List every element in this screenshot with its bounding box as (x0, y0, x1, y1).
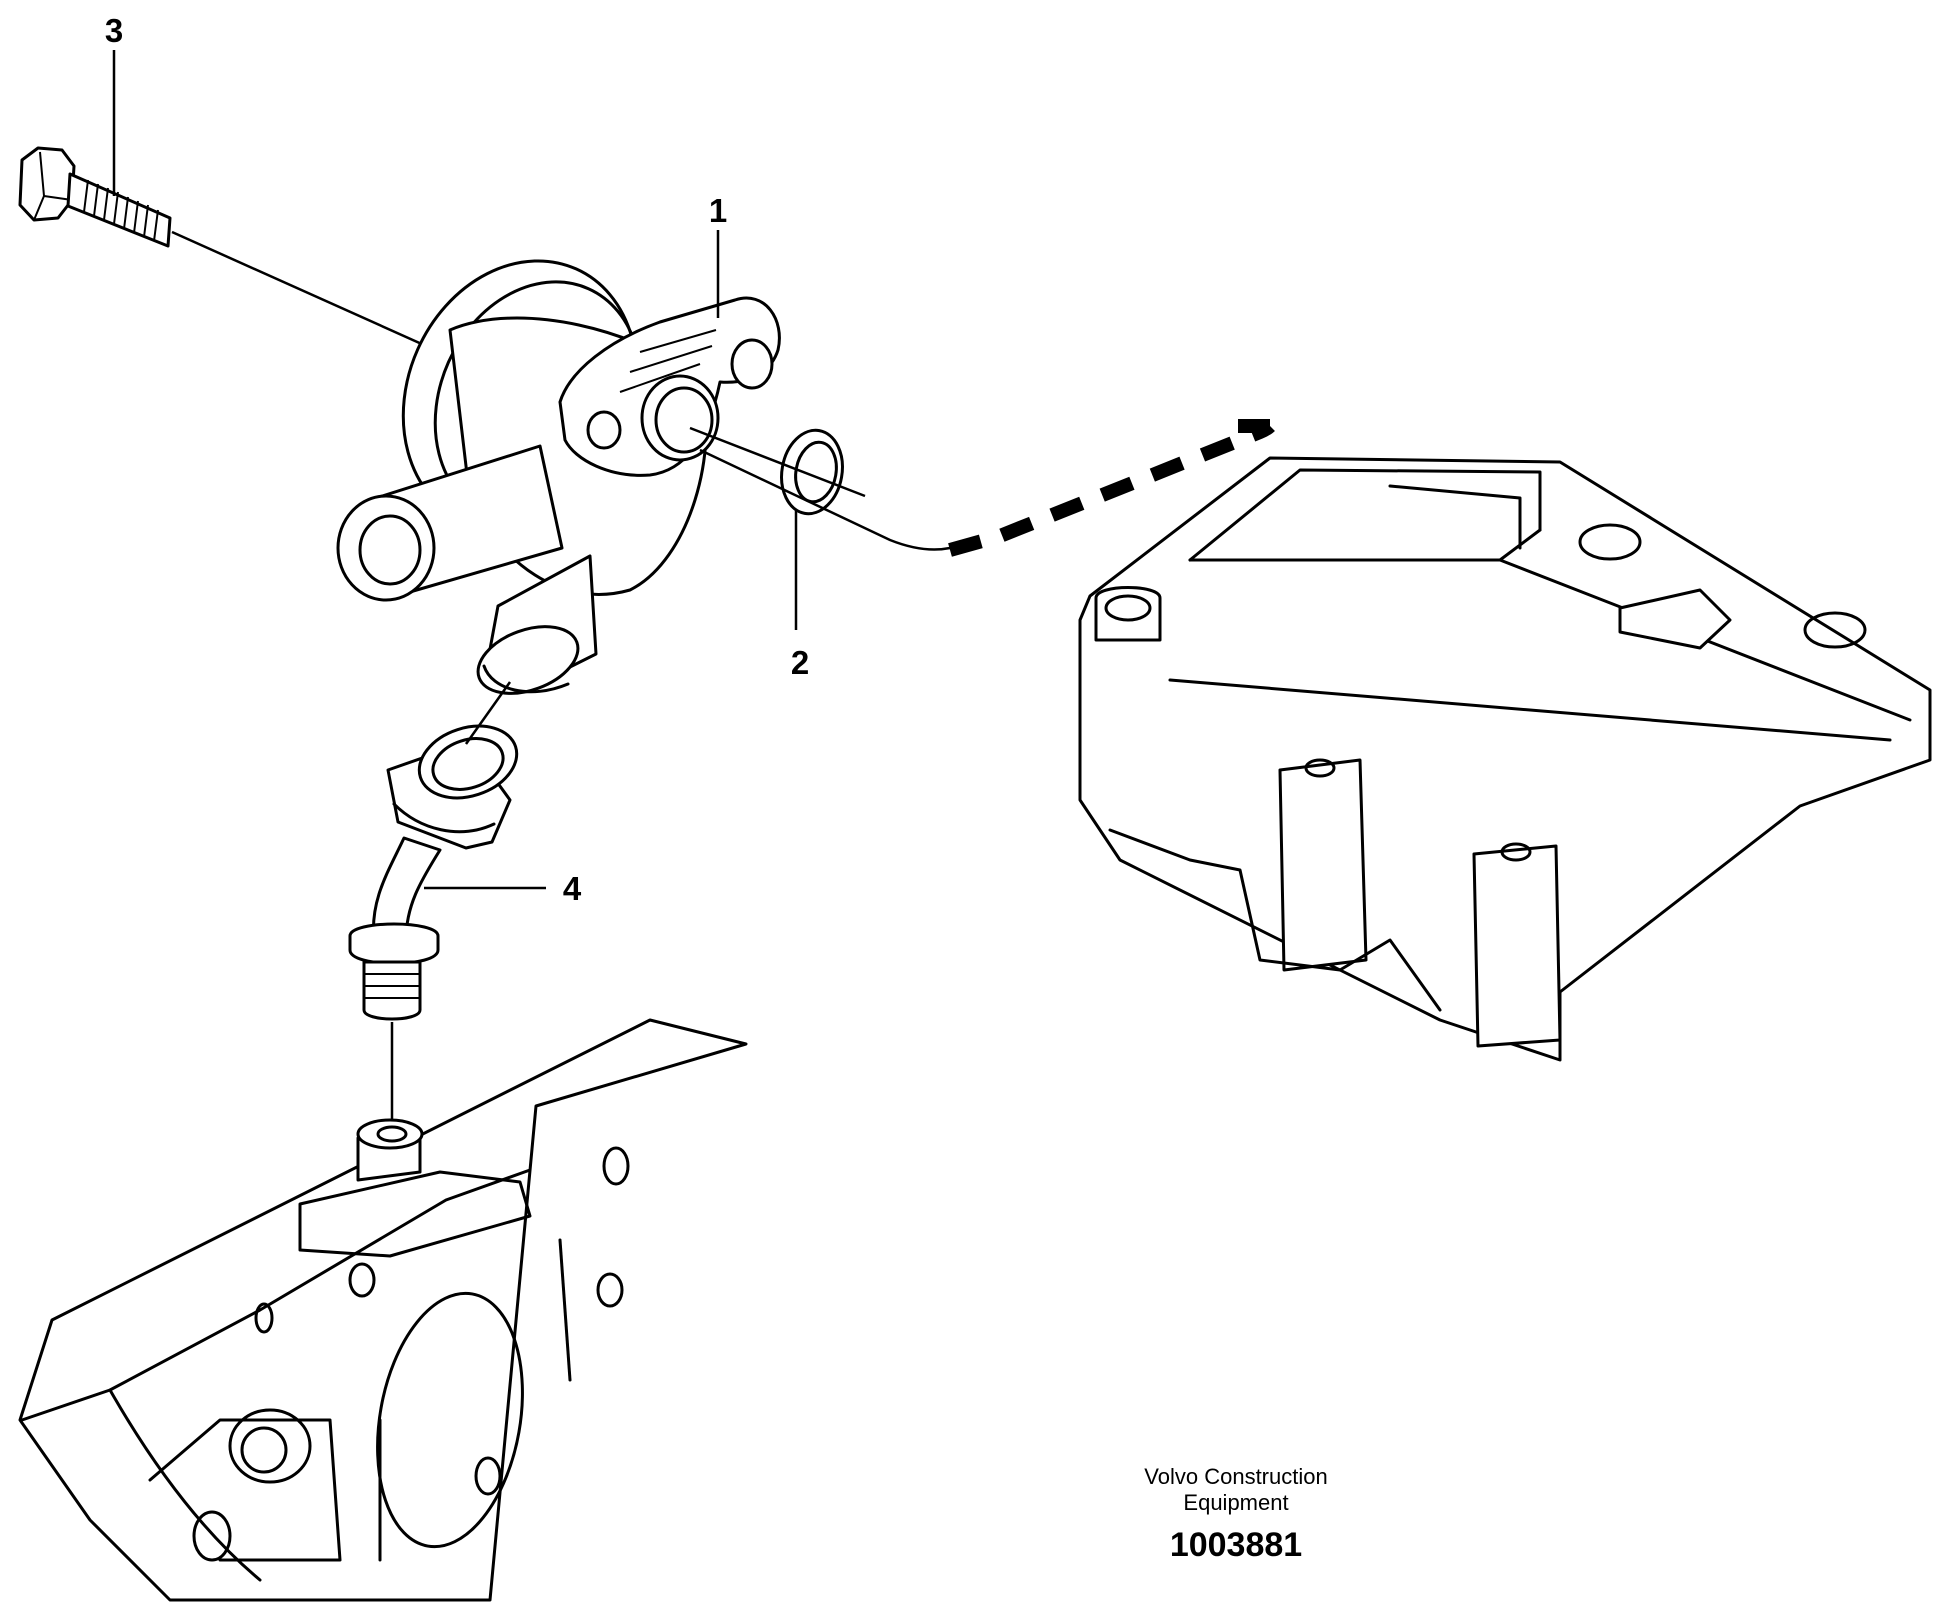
brand-line-1: Volvo Construction (1144, 1464, 1327, 1489)
seal-axis-line (689, 426, 866, 498)
pipe-part-4 (348, 724, 519, 1021)
callout-part-1: 1 (709, 192, 727, 229)
callout-part-3: 3 (105, 12, 123, 49)
engine-block-right (1078, 456, 1932, 1062)
seal-ring-part-2 (780, 428, 844, 516)
callout-part-4: 4 (563, 870, 582, 907)
engine-block-left (18, 1018, 748, 1602)
pipe-top-axis (464, 681, 512, 745)
bolt-part-3 (18, 146, 172, 248)
brand-line-2: Equipment (1183, 1490, 1288, 1515)
housing-part-1 (336, 259, 781, 695)
callout-part-2: 2 (791, 644, 809, 681)
mount-axis-line (699, 448, 951, 551)
drawing-number: 1003881 (1170, 1526, 1302, 1564)
